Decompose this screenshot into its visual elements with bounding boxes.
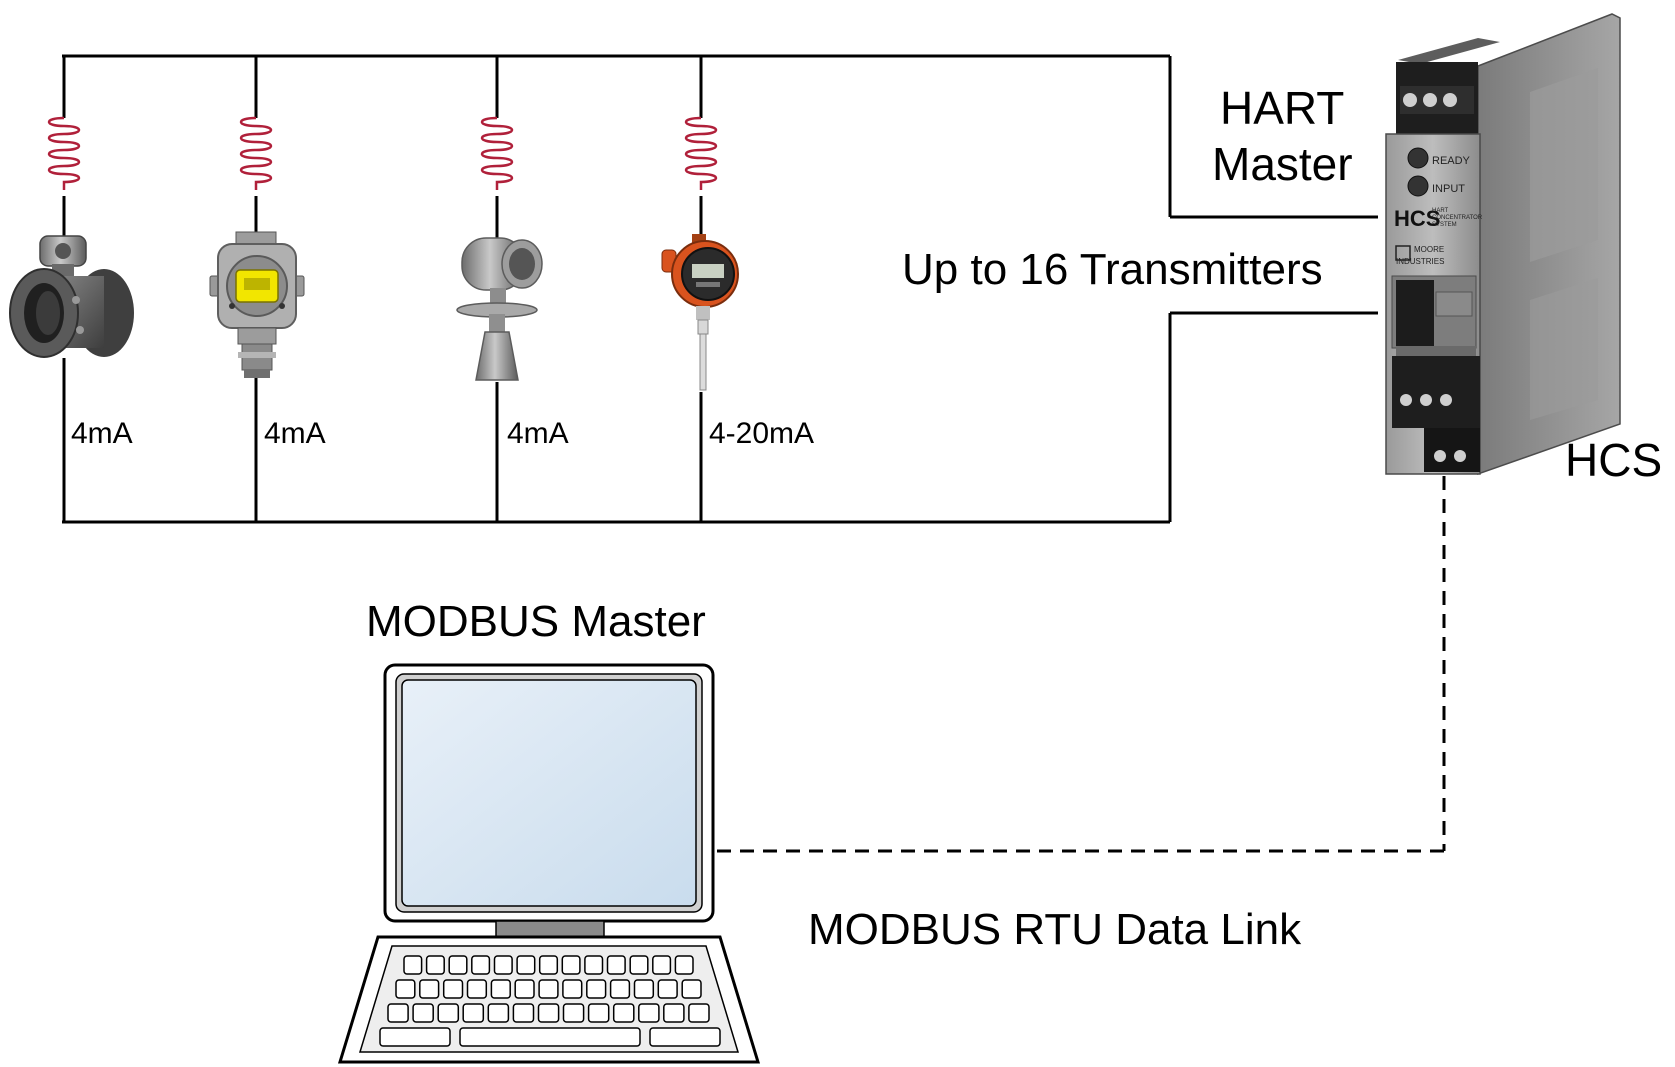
led-label-input: INPUT (1432, 183, 1465, 195)
modbus-link-label: MODBUS RTU Data Link (808, 905, 1302, 954)
current-label: 4mA (507, 417, 569, 450)
keyboard-key (657, 979, 678, 999)
keyboard-key (442, 979, 464, 999)
keyboard-key (649, 1027, 721, 1047)
maker-label: MOORE (1414, 245, 1444, 254)
keyboard-key (387, 1003, 409, 1023)
keyboard-key (537, 1003, 560, 1023)
keyboard-key (487, 1003, 510, 1023)
hcs-label: HCS (1565, 434, 1662, 486)
current-label: 4-20mA (709, 417, 814, 450)
transmitters-count-label: Up to 16 Transmitters (902, 245, 1323, 294)
keyboard-key (462, 1003, 485, 1023)
keyboard-key (633, 979, 655, 999)
keyboard-key (663, 1003, 685, 1023)
keyboard-key (448, 955, 468, 975)
hart-signal-coils (47, 116, 718, 190)
keyboard-key (638, 1003, 660, 1023)
keyboard-key (584, 955, 604, 975)
hart-signal-icon (239, 116, 273, 190)
keyboard-key (425, 955, 445, 975)
keyboard-key (629, 955, 649, 975)
hart-signal-icon (684, 116, 718, 190)
hcs-brand-sub: HART (1432, 208, 1449, 214)
hart-signal-icon (480, 116, 514, 190)
hcs-brand-logo: HCS (1394, 206, 1440, 231)
keyboard-key (606, 955, 626, 975)
keyboard-key (412, 1003, 434, 1023)
keyboard-keys (379, 955, 721, 1047)
keyboard-key (561, 955, 581, 975)
hcs-concentrator-device: READY INPUT HCS HART CONCENTRATOR SYSTEM… (1385, 13, 1621, 476)
keyboard-key (403, 955, 423, 975)
keyboard-key (538, 955, 559, 975)
keyboard-key (681, 979, 702, 999)
keyboard-key (516, 955, 536, 975)
hcs-brand-sub: SYSTEM (1432, 222, 1457, 228)
keyboard-key (493, 955, 513, 975)
keyboard-key (490, 979, 511, 999)
keyboard-key (379, 1027, 451, 1047)
keyboard-key (512, 1003, 535, 1023)
keyboard-key (609, 979, 631, 999)
keyboard-key (562, 1003, 585, 1023)
magnetic-flowmeter-icon (9, 235, 134, 358)
current-label: 4mA (71, 417, 133, 450)
keyboard-key (587, 1003, 610, 1023)
hart-master-label: Master (1212, 138, 1353, 190)
radar-level-transmitter-icon (456, 237, 543, 381)
keyboard-key (674, 955, 694, 975)
keyboard-key (688, 1003, 710, 1023)
keyboard-key (538, 979, 559, 999)
keyboard-key (612, 1003, 635, 1023)
keyboard-key (395, 979, 416, 999)
temperature-transmitter-icon (661, 234, 739, 391)
keyboard-key (652, 955, 672, 975)
keyboard-key (466, 979, 488, 999)
hcs-brand-sub: CONCENTRATOR (1432, 215, 1483, 221)
keyboard-key (586, 979, 607, 999)
led-label-ready: READY (1432, 155, 1471, 167)
keyboard-key (471, 955, 491, 975)
loop-wiring (62, 54, 1378, 524)
keyboard-spacebar (459, 1027, 641, 1047)
maker-label: INDUSTRIES (1396, 257, 1444, 266)
computer-icon (337, 663, 761, 1064)
keyboard-key (437, 1003, 460, 1023)
modbus-data-link (710, 476, 1446, 853)
keyboard-key (419, 979, 440, 999)
keyboard-key (514, 979, 535, 999)
hart-signal-icon (47, 116, 81, 190)
current-label: 4mA (264, 417, 326, 450)
hart-master-label: HART (1220, 82, 1344, 134)
modbus-master-label: MODBUS Master (366, 597, 706, 646)
current-labels: 4mA 4mA 4mA 4-20mA (71, 417, 814, 450)
gas-detector-icon (209, 231, 305, 378)
keyboard-key (562, 979, 583, 999)
